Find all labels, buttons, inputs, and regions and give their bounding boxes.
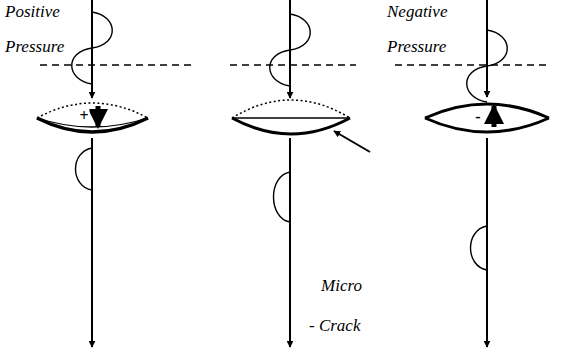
- reference-line: [230, 64, 356, 66]
- pressure-sign: -: [474, 110, 481, 124]
- pressure-wave: [270, 14, 311, 86]
- crack-face: [425, 118, 549, 132]
- wave-axis: [91, 138, 93, 347]
- wave-axis: [289, 138, 291, 347]
- crack-face: [232, 118, 350, 134]
- wave-phase-label: Negative: [386, 2, 448, 22]
- closing-arrow: [96, 106, 101, 127]
- leader-arrow: [334, 131, 370, 152]
- wave-axis: [486, 0, 488, 97]
- pressure-sign: +: [78, 109, 89, 123]
- crack-face: [425, 104, 549, 118]
- crack-original-face: [232, 100, 350, 118]
- part-label: - Crack: [308, 316, 361, 336]
- wave-axis: [486, 138, 488, 347]
- opening-arrow: [492, 106, 497, 127]
- wave-phase-label: Positive: [4, 2, 61, 22]
- crack-original-face: [37, 103, 148, 118]
- crack-face: [232, 117, 350, 119]
- wave-phase-label: Pressure: [4, 37, 65, 57]
- crack-face: [37, 118, 148, 132]
- part-label: Micro: [320, 276, 363, 296]
- wave-phase-label: Pressure: [386, 37, 447, 57]
- pressure-wave: [467, 30, 508, 102]
- reference-line: [40, 64, 196, 66]
- transmitted-wave: [274, 172, 291, 222]
- pressure-wave: [72, 12, 113, 84]
- reference-line: [395, 64, 546, 66]
- transmitted-wave: [76, 148, 93, 190]
- transmitted-wave: [471, 226, 488, 270]
